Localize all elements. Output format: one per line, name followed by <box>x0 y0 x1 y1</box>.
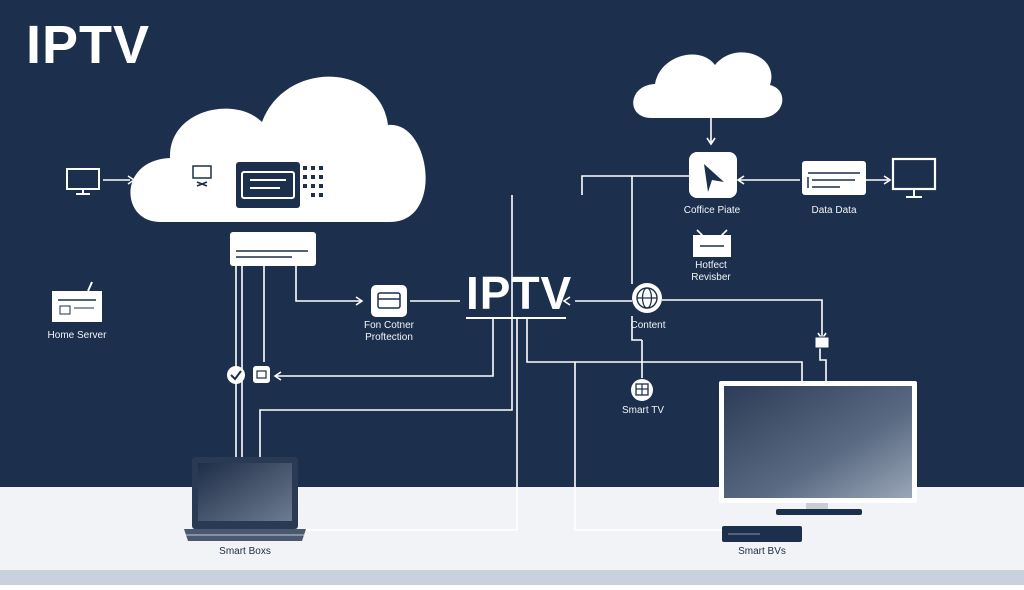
shield-icon <box>371 285 407 317</box>
monitor-icon <box>66 168 100 195</box>
floor <box>0 487 1024 585</box>
arrow-icon <box>562 296 571 306</box>
laptop-icon <box>184 457 306 541</box>
connection-lines <box>235 118 888 531</box>
monitor-icon <box>891 157 937 198</box>
tv-icon <box>631 379 653 401</box>
globe-icon <box>632 283 662 313</box>
server-icon <box>236 162 323 208</box>
cloud-icon <box>633 52 783 118</box>
arrow-icon <box>273 371 282 381</box>
arrow-icon <box>736 175 745 185</box>
arrow-icon <box>706 137 716 146</box>
data-box-icon <box>802 161 866 195</box>
smart-boxes-label: Smart Boxs <box>219 546 271 557</box>
app-icon <box>689 152 737 198</box>
set-top-box-icon <box>722 526 802 542</box>
arrow-icon <box>883 175 892 185</box>
smart-tv-label: Smart TV <box>621 405 665 416</box>
router-icon <box>693 229 731 257</box>
device-icon <box>253 366 270 383</box>
arrow-icon <box>355 296 364 306</box>
page-title: IPTV <box>26 15 151 75</box>
hotspot-label: Hotfect Revisber <box>691 260 731 283</box>
arrow-icon <box>127 175 136 185</box>
home-server-label: Home Server <box>47 330 107 341</box>
router-icon <box>230 232 316 266</box>
server-icon <box>52 281 102 322</box>
data-label: Data Data <box>811 205 857 216</box>
center-title: IPTV <box>466 267 573 319</box>
protection-label: Fon Cotner Proftection <box>363 320 415 343</box>
tv-icon <box>719 381 917 515</box>
coffee-plate-label: Coffice Piate <box>683 205 741 216</box>
floor-edge <box>0 570 1024 585</box>
check-icon <box>227 366 245 384</box>
router-icon <box>192 165 212 187</box>
connector-block <box>814 336 830 349</box>
smart-bvs-label: Smart BVs <box>738 546 786 557</box>
content-label: Content <box>630 320 666 331</box>
